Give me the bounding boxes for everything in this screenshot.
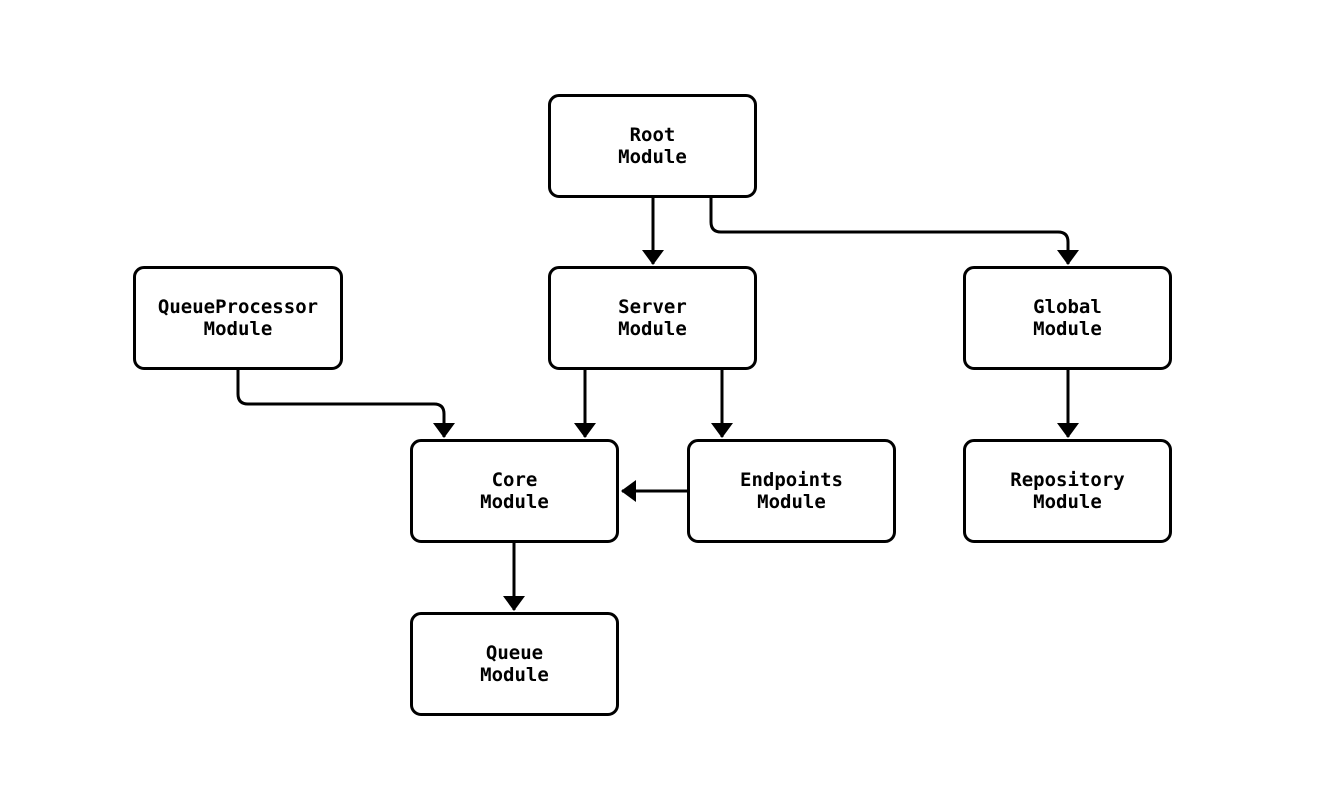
node-label-line: Module: [480, 491, 549, 513]
node-label-line: Repository: [1010, 469, 1125, 491]
edge-queueprocessor-module-to-core-module: [236, 370, 455, 438]
node-label-line: Module: [618, 146, 687, 168]
node-label-line: Global: [1033, 296, 1102, 318]
node-label-line: Queue: [485, 642, 544, 664]
node-label-line: Module: [618, 318, 687, 340]
node-label-line: Module: [203, 318, 273, 340]
node-label-line: Module: [1033, 491, 1102, 513]
node-label-line: QueueProcessor: [157, 296, 319, 318]
edge-root-module-to-global-module: [709, 198, 1079, 265]
node-label-line: Module: [757, 491, 826, 513]
node-label-line: Endpoints: [740, 469, 843, 491]
node-label-line: Root: [629, 124, 676, 146]
node-label-line: Module: [1033, 318, 1102, 340]
node-label-line: Server: [618, 296, 687, 318]
node-label-line: Core: [491, 469, 538, 491]
node-label-line: Module: [480, 664, 549, 686]
